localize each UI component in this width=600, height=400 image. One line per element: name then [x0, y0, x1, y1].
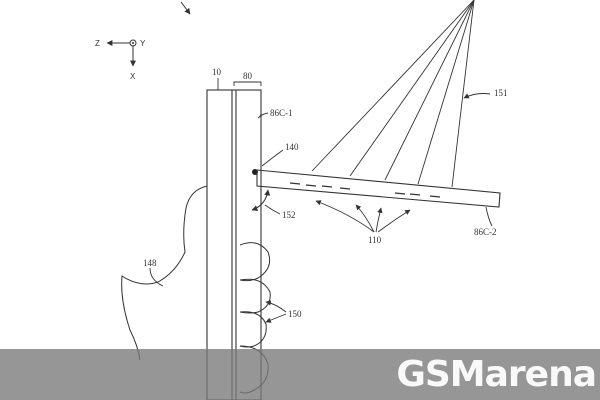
label-10: 10 [212, 67, 222, 77]
coordinate-axes: Z Y X [95, 39, 146, 81]
lower-display-86c2 [256, 169, 501, 208]
label-110: 110 [368, 235, 382, 245]
label-86c-2: 86C-2 [474, 227, 497, 237]
leader-148 [149, 267, 164, 287]
leader-86c2 [485, 206, 493, 227]
light-elements-110 [289, 182, 441, 198]
watermark-band [0, 349, 600, 400]
label-86c-1: 86C-1 [270, 108, 293, 118]
leader-150-group [265, 300, 287, 323]
label-140: 140 [285, 142, 299, 152]
top-arrow-mark [180, 1, 191, 15]
label-148: 148 [143, 258, 157, 268]
z-axis-label: Z [95, 39, 100, 48]
leader-151 [463, 93, 491, 99]
leader-110-group [315, 200, 411, 233]
leader-140 [261, 149, 284, 167]
label-80: 80 [243, 71, 253, 81]
label-150: 150 [288, 309, 302, 319]
bracket-80 [233, 81, 262, 86]
leader-152 [264, 204, 281, 215]
leader-86c1 [257, 112, 269, 119]
light-fan-151 [311, 0, 475, 188]
label-151: 151 [494, 88, 508, 98]
y-axis-label: Y [140, 39, 146, 48]
label-152: 152 [282, 210, 296, 220]
angle-arrow-152 [251, 189, 271, 212]
x-axis-label: X [130, 72, 136, 81]
gsmarena-logo: GSMarena [396, 354, 597, 395]
